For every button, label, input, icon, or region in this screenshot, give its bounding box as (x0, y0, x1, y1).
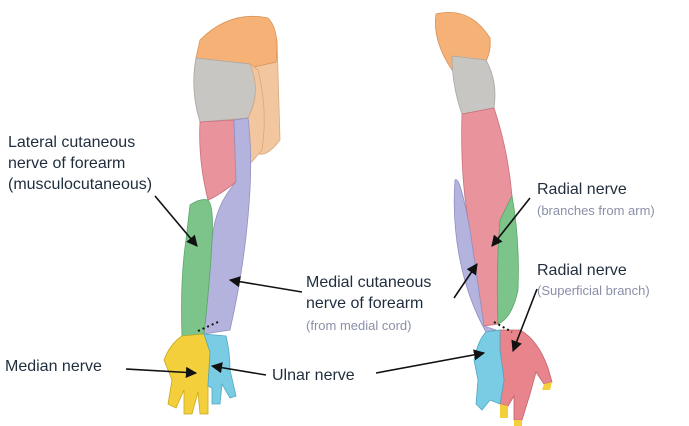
medial-cutaneous-label-line1: Medial cutaneous (306, 273, 431, 293)
anterior-axillary-region (194, 58, 256, 122)
posterior-ulnar-hand-region (474, 330, 504, 410)
radial-nerve-arm-sublabel: (branches from arm) (537, 203, 655, 219)
lateral-cutaneous-label-line2: nerve of forearm (8, 154, 125, 174)
posterior-arm (435, 12, 552, 426)
medial-cutaneous-sublabel: (from medial cord) (306, 318, 411, 334)
median-nerve-label: Median nerve (5, 357, 102, 377)
posterior-axillary-region (452, 56, 495, 114)
radial-nerve-arm-label: Radial nerve (537, 180, 627, 200)
radial-nerve-superficial-label: Radial nerve (537, 261, 627, 281)
medial-cutaneous-label-line2: nerve of forearm (306, 294, 423, 314)
lateral-cutaneous-label-line3: (musculocutaneous) (8, 175, 152, 195)
arrow-medial-cutaneous-left (230, 280, 302, 292)
anterior-arm (164, 16, 280, 414)
lateral-cutaneous-label-line1: Lateral cutaneous (8, 133, 135, 153)
ulnar-nerve-label: Ulnar nerve (272, 366, 355, 386)
median-nerve-hand-region (164, 334, 210, 414)
radial-nerve-superficial-sublabel: (Superficial branch) (537, 283, 650, 299)
arrow-ulnar-right (376, 353, 484, 373)
